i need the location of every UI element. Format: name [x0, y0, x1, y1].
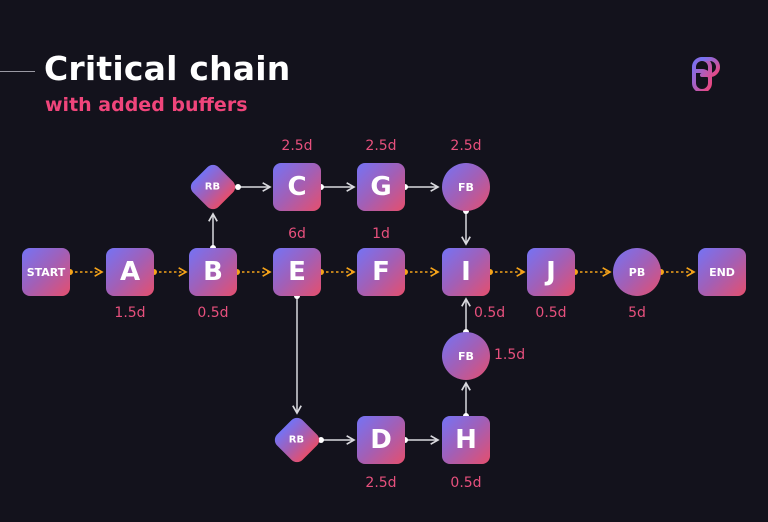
node-end[interactable]: END [698, 248, 746, 296]
node-d[interactable]: D [357, 416, 405, 464]
duration-a: 1.5d [114, 305, 146, 321]
node-a[interactable]: A [106, 248, 154, 296]
duration-b: 0.5d [197, 305, 229, 321]
duration-pb: 5d [628, 305, 646, 321]
duration-i: 0.5d [474, 305, 506, 321]
duration-f: 1d [372, 226, 390, 242]
duration-fb-bottom: 1.5d [494, 347, 526, 363]
page-subtitle: with added buffers [45, 94, 248, 116]
node-g[interactable]: G [357, 163, 405, 211]
page-title: Critical chain [44, 49, 291, 88]
duration-e: 6d [288, 226, 306, 242]
title-rule [0, 71, 35, 72]
node-feeding-buffer-bottom[interactable]: FB [442, 332, 490, 380]
node-e[interactable]: E [273, 248, 321, 296]
duration-h: 0.5d [450, 475, 482, 491]
node-start[interactable]: START [22, 248, 70, 296]
brand-logo-icon [692, 57, 720, 91]
duration-d: 2.5d [365, 475, 397, 491]
duration-fb-top: 2.5d [450, 138, 482, 154]
node-feeding-buffer-top[interactable]: FB [442, 163, 490, 211]
node-i[interactable]: I [442, 248, 490, 296]
duration-j: 0.5d [535, 305, 567, 321]
duration-c: 2.5d [281, 138, 313, 154]
node-f[interactable]: F [357, 248, 405, 296]
duration-g: 2.5d [365, 138, 397, 154]
node-c[interactable]: C [273, 163, 321, 211]
node-project-buffer[interactable]: PB [613, 248, 661, 296]
node-h[interactable]: H [442, 416, 490, 464]
node-j[interactable]: J [527, 248, 575, 296]
node-b[interactable]: B [189, 248, 237, 296]
